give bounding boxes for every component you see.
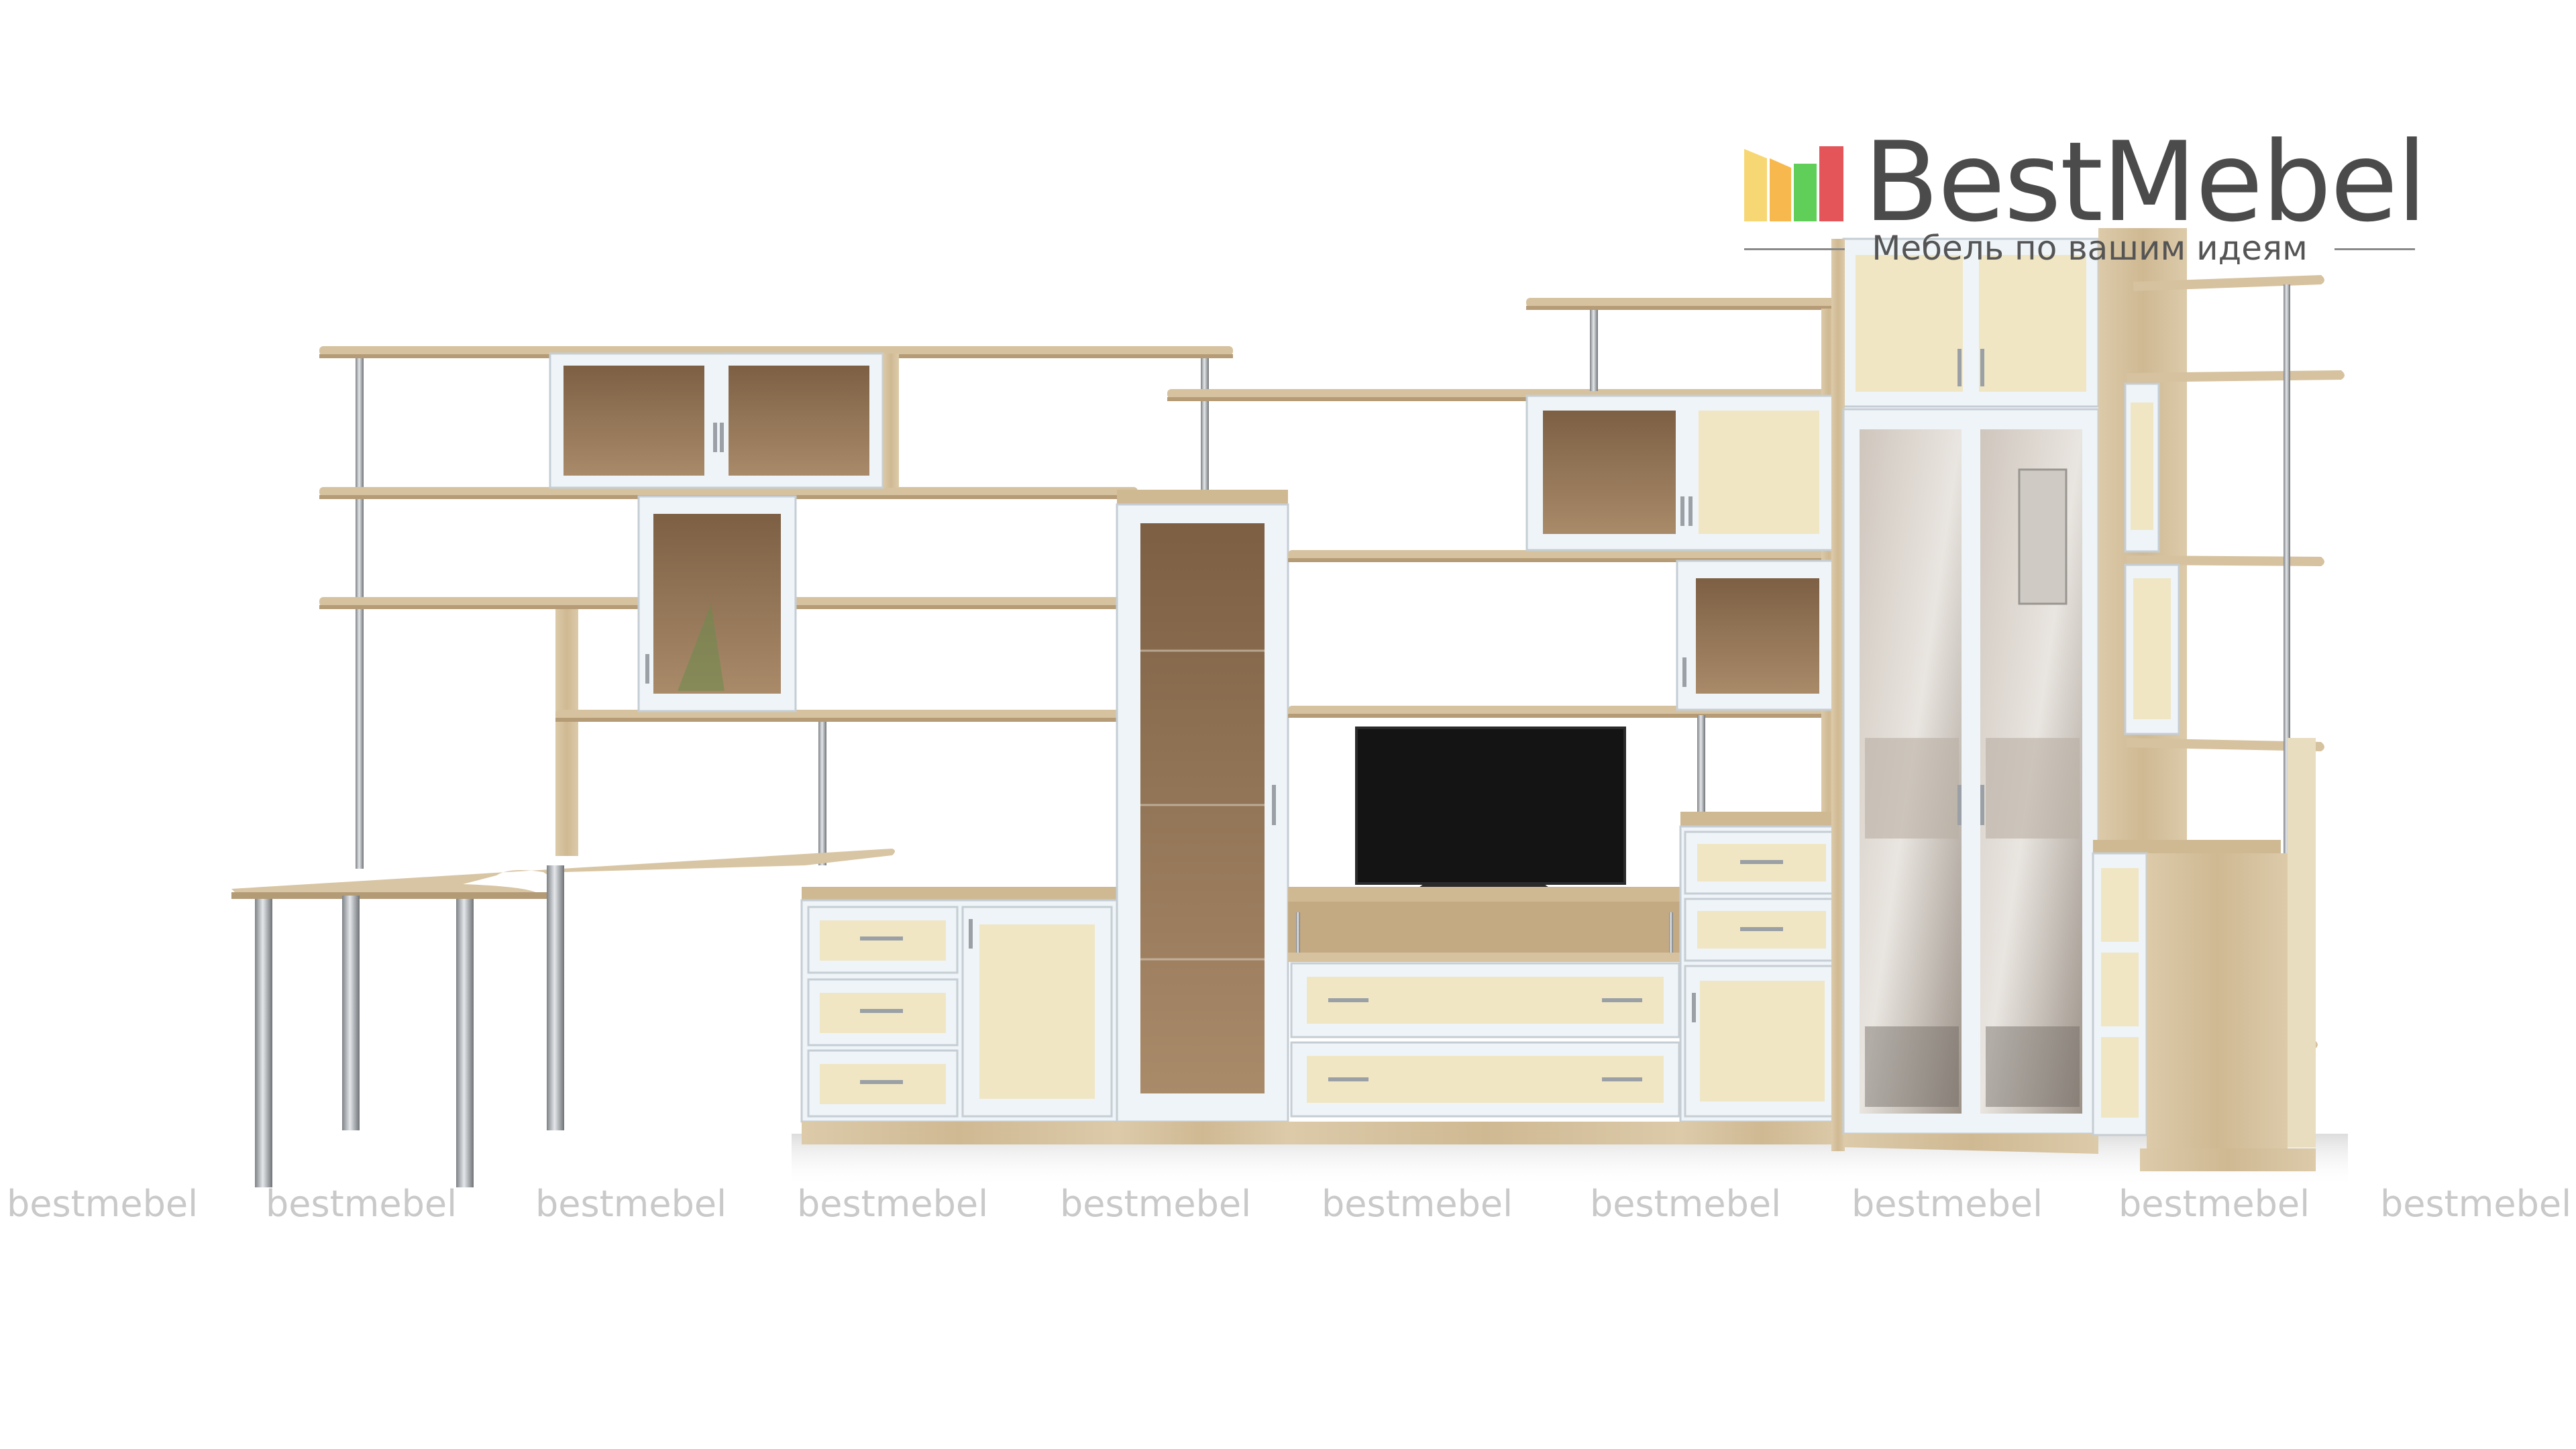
left-shelving-unit — [231, 346, 1233, 1187]
desk-top — [231, 849, 895, 899]
corner-end-shelves — [2092, 275, 2345, 1171]
tagline-rule-left — [1744, 248, 1845, 250]
tv-section — [1167, 298, 1839, 1144]
watermark-text: bestmebel — [535, 1183, 727, 1225]
watermark-row: bestmebel bestmebel bestmebel bestmebel … — [0, 1177, 2576, 1231]
watermark-text: bestmebel — [2380, 1183, 2572, 1225]
watermark-text: bestmebel — [2118, 1183, 2310, 1225]
right-drawer-unit — [1679, 812, 1845, 1144]
brand-tagline: Мебель по вашим идеям — [1872, 229, 2308, 268]
watermark-text: bestmebel — [1060, 1183, 1252, 1225]
tv-screen — [1355, 727, 1626, 885]
tagline-rule-right — [2334, 248, 2415, 250]
watermark-text: bestmebel — [266, 1183, 458, 1225]
watermark-text: bestmebel — [797, 1183, 989, 1225]
watermark-text: bestmebel — [1590, 1183, 1782, 1225]
watermark-text: bestmebel — [7, 1183, 199, 1225]
watermark-text: bestmebel — [1851, 1183, 2043, 1225]
brand-logo: BestMebel Мебель по вашим идеям — [1744, 127, 2427, 275]
watermark-text: bestmebel — [1322, 1183, 1513, 1225]
tall-glass-cabinet — [1116, 490, 1289, 1144]
bestmebel-logo-icon — [1744, 146, 1843, 221]
corner-wardrobe — [1831, 228, 2187, 1154]
brand-name: BestMebel — [1864, 118, 2427, 246]
brand-tagline-row: Мебель по вашим идеям — [1744, 228, 2415, 268]
left-drawer-unit — [800, 887, 1118, 1144]
